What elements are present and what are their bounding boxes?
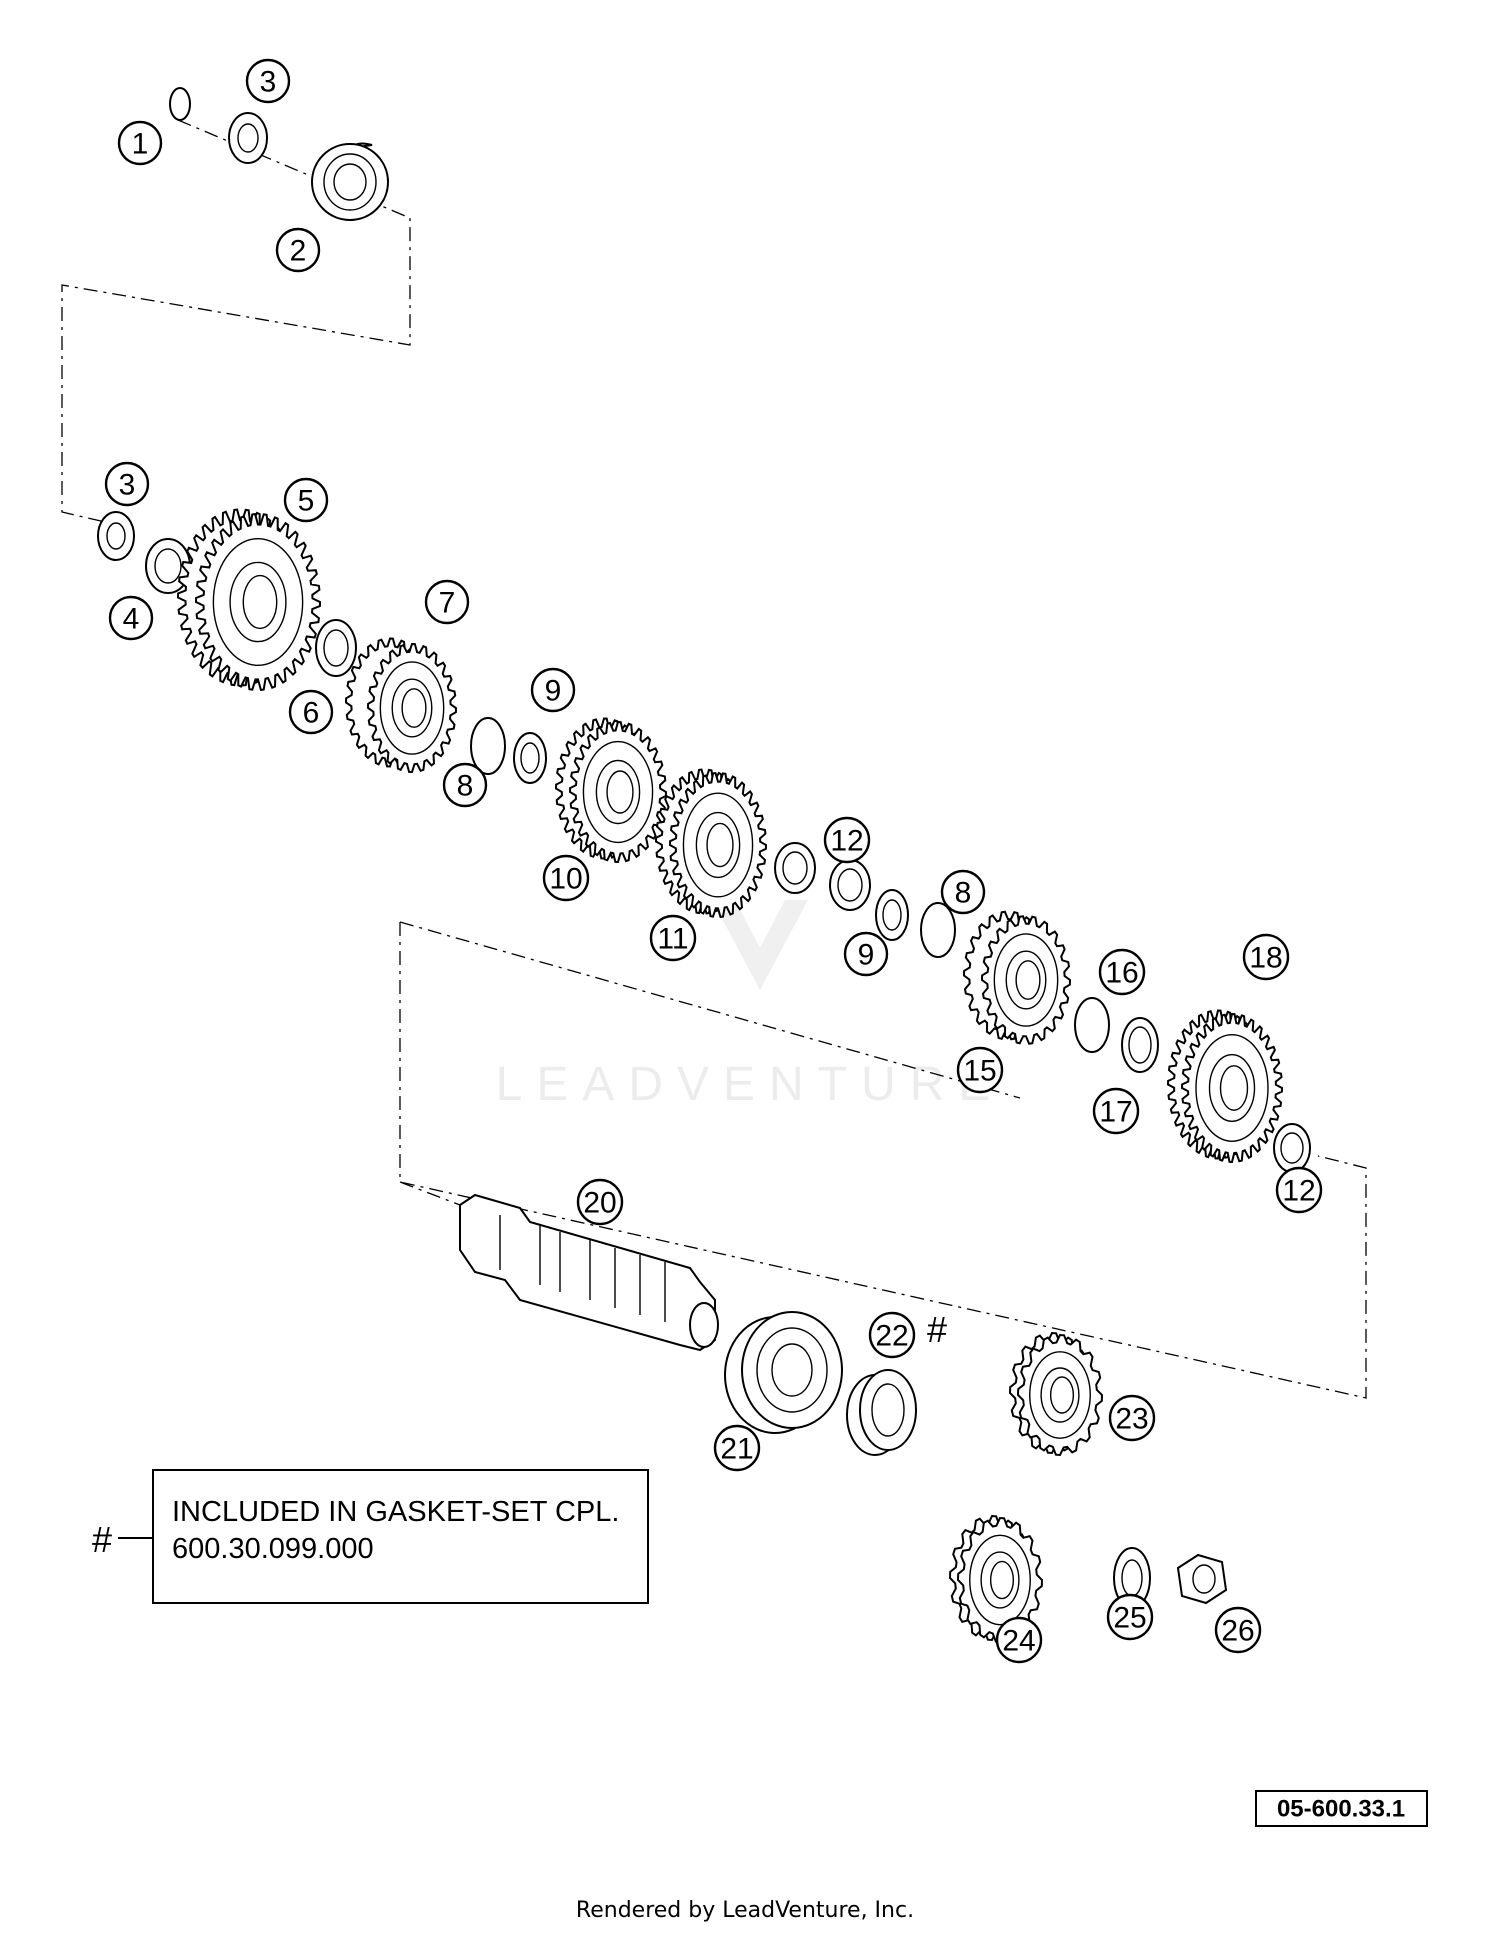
svg-text:18: 18	[1249, 942, 1282, 975]
svg-text:22: 22	[875, 1320, 908, 1353]
gear-part-15	[962, 910, 1072, 1045]
callout-18: 18	[1242, 933, 1290, 981]
circlip-part-4	[1074, 997, 1110, 1053]
callout-6: 6	[288, 689, 334, 735]
washer-part-4	[1121, 1017, 1159, 1073]
callout-12: 12	[823, 816, 871, 864]
washer-part	[228, 112, 268, 164]
reference-number-box: 05-600.33.1	[1255, 1790, 1428, 1827]
svg-text:7: 7	[439, 587, 456, 620]
shaft-seal-part	[846, 1369, 917, 1456]
callout-12: 12	[1275, 1166, 1323, 1214]
svg-text:9: 9	[545, 675, 562, 708]
callout-17: 17	[1092, 1087, 1140, 1135]
reference-number: 05-600.33.1	[1277, 1796, 1405, 1823]
svg-text:3: 3	[260, 66, 277, 99]
callout-5: 5	[283, 477, 329, 523]
callout-2: 2	[275, 227, 321, 273]
callout-9: 9	[530, 667, 576, 713]
svg-text:3: 3	[119, 469, 136, 502]
callout-24: 24	[995, 1616, 1043, 1664]
callout-11: 11	[649, 914, 697, 962]
callout-10: 10	[542, 854, 590, 902]
callout-4: 4	[108, 595, 154, 641]
svg-text:10: 10	[549, 863, 582, 896]
callout-8: 8	[442, 762, 488, 808]
callout-8: 8	[940, 869, 986, 915]
svg-text:15: 15	[963, 1055, 996, 1088]
callout-3: 3	[245, 58, 291, 104]
svg-text:24: 24	[1002, 1625, 1035, 1658]
svg-text:16: 16	[1105, 957, 1138, 990]
note-line-1: INCLUDED IN GASKET-SET CPL.	[172, 1496, 619, 1528]
nut-part	[1176, 1553, 1228, 1605]
svg-text:8: 8	[457, 770, 474, 803]
callout-26: 26	[1214, 1606, 1262, 1654]
rendered-by-credit: Rendered by LeadVenture, Inc.	[576, 1898, 914, 1923]
gear-part-7	[344, 637, 458, 774]
callout-15: 15	[956, 1046, 1004, 1094]
needle-bearing-part-4	[1273, 1123, 1311, 1173]
gear-part-5	[176, 508, 322, 691]
svg-text:21: 21	[720, 1433, 753, 1466]
callout-20: 20	[576, 1178, 624, 1226]
note-line-2: 600.30.099.000	[172, 1533, 374, 1565]
needle-bearing-part-3	[829, 859, 871, 911]
needle-bearing-part-2	[774, 842, 816, 894]
callout-1: 1	[117, 120, 163, 166]
washer-part-2	[97, 511, 135, 561]
svg-text:8: 8	[955, 877, 972, 910]
svg-text:17: 17	[1099, 1096, 1132, 1129]
circlip-part	[169, 87, 191, 121]
gears	[176, 508, 1284, 1644]
circlip-part-2	[470, 717, 506, 775]
callout-23: 23	[1108, 1394, 1156, 1442]
svg-text:9: 9	[858, 939, 875, 972]
callout-22: 22	[868, 1311, 916, 1359]
callout-21: 21	[713, 1424, 761, 1472]
gasket-set-note: INCLUDED IN GASKET-SET CPL. 600.30.099.0…	[152, 1469, 649, 1604]
washer-part-3	[315, 619, 357, 677]
gasket-hash-marker: #	[927, 1309, 947, 1350]
splined-washer-part-2	[875, 889, 909, 941]
sprocket-part-23	[1008, 1331, 1104, 1457]
callout-7: 7	[424, 579, 470, 625]
svg-text:26: 26	[1221, 1615, 1254, 1648]
main-shaft-part	[459, 1193, 719, 1352]
circlip-part-3	[920, 902, 956, 958]
callout-25: 25	[1106, 1593, 1154, 1641]
svg-text:1: 1	[132, 128, 149, 161]
watermark: LEADVENTURE	[496, 900, 1005, 1111]
callout-9: 9	[843, 931, 889, 977]
ball-bearing-part-2	[724, 1311, 843, 1434]
svg-text:11: 11	[657, 923, 688, 956]
gear-part-18	[1166, 1009, 1284, 1164]
callout-3: 3	[104, 461, 150, 507]
svg-text:25: 25	[1113, 1602, 1146, 1635]
svg-text:20: 20	[583, 1187, 616, 1220]
ball-bearing-part	[311, 142, 389, 222]
svg-text:12: 12	[830, 825, 863, 858]
watermark-text: LEADVENTURE	[496, 1058, 1005, 1111]
svg-text:6: 6	[303, 697, 320, 730]
svg-text:23: 23	[1115, 1403, 1148, 1436]
svg-text:5: 5	[298, 485, 315, 518]
note-hash-marker: #	[92, 1519, 112, 1560]
assembly-guide-lines	[61, 119, 1367, 1399]
svg-text:12: 12	[1282, 1175, 1315, 1208]
gear-part-10	[554, 717, 668, 864]
gear-part-11	[654, 768, 768, 918]
svg-text:4: 4	[123, 603, 140, 636]
callout-16: 16	[1098, 948, 1146, 996]
splined-washer-part	[513, 732, 547, 784]
svg-text:2: 2	[290, 235, 307, 268]
